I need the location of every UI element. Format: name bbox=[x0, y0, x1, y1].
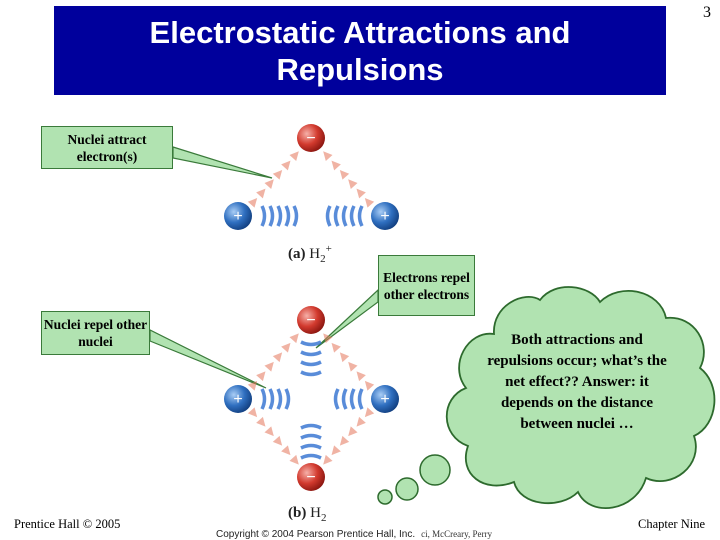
nucleus-a-right: + bbox=[371, 202, 399, 230]
wave-arc bbox=[300, 350, 322, 357]
wave-arc bbox=[300, 360, 322, 367]
force-arrow-chevron bbox=[256, 188, 266, 199]
force-arrow-chevron bbox=[256, 416, 266, 427]
force-arrow-chevron bbox=[364, 380, 375, 391]
force-arrow-chevron bbox=[281, 342, 291, 353]
force-arrow-chevron bbox=[247, 407, 258, 418]
wave-arc bbox=[349, 388, 356, 410]
wave-arc bbox=[268, 205, 275, 227]
force-arrow-chevron bbox=[348, 361, 358, 372]
svg-text:+: + bbox=[233, 208, 242, 225]
force-arrow-chevron bbox=[331, 445, 341, 456]
electron-a: − bbox=[297, 124, 325, 152]
svg-text:+: + bbox=[233, 391, 242, 408]
wave-arc bbox=[268, 388, 275, 410]
force-arrow-chevron bbox=[272, 435, 283, 446]
wave-arc bbox=[300, 433, 322, 440]
nucleus-b-right: + bbox=[371, 385, 399, 413]
label-nuclei-attract: Nuclei attract electron(s) bbox=[41, 126, 173, 169]
thought-cloud bbox=[377, 286, 716, 509]
force-arrow-chevron bbox=[247, 380, 258, 391]
force-arrow-chevron bbox=[289, 151, 299, 162]
cloud-text: Both attractions and repulsions occur; w… bbox=[487, 332, 667, 432]
wave-arc bbox=[276, 388, 283, 410]
force-arrow-chevron bbox=[364, 197, 375, 208]
h2-plus-diagram: + + − bbox=[224, 124, 399, 230]
wave-arc bbox=[341, 205, 348, 227]
wave-arc bbox=[300, 453, 322, 460]
wave-arc bbox=[284, 205, 291, 227]
wave-arc bbox=[325, 205, 332, 227]
caption-a: (a) H2+ bbox=[288, 243, 332, 265]
label-electrons-repel: Electrons repel other electrons bbox=[378, 255, 475, 316]
force-arrow-chevron bbox=[331, 160, 341, 171]
force-arrow-chevron bbox=[256, 371, 266, 382]
wave-arc bbox=[333, 388, 340, 410]
svg-text:+: + bbox=[380, 208, 389, 225]
force-arrow-chevron bbox=[272, 352, 283, 363]
footer-right: Chapter Nine bbox=[638, 517, 705, 531]
attract-pointer bbox=[172, 146, 273, 179]
nucleus-a-left: + bbox=[224, 202, 252, 230]
electron-b-top: − bbox=[297, 306, 325, 334]
slide-title: Electrostatic Attractions and Repulsions bbox=[149, 14, 571, 87]
svg-text:−: − bbox=[306, 469, 315, 486]
svg-text:−: − bbox=[306, 312, 315, 329]
svg-text:−: − bbox=[306, 130, 315, 147]
force-arrow-chevron bbox=[348, 179, 358, 190]
wave-arc bbox=[276, 205, 283, 227]
wave-arc bbox=[260, 205, 267, 227]
force-arrow-chevron bbox=[356, 371, 366, 382]
wave-arc bbox=[292, 205, 299, 227]
label-nuclei-repel: Nuclei repel other nuclei bbox=[41, 311, 150, 355]
nucleus-b-left: + bbox=[224, 385, 252, 413]
force-arrow-chevron bbox=[339, 169, 350, 180]
copyright-line: Copyright © 2004 Pearson Prentice Hall, … bbox=[216, 529, 492, 540]
electron-b-bottom: − bbox=[297, 463, 325, 491]
force-arrow-chevron bbox=[339, 352, 350, 363]
footer-left: Prentice Hall © 2005 bbox=[14, 517, 121, 531]
wave-arc bbox=[357, 205, 364, 227]
force-arrow-chevron bbox=[356, 416, 366, 427]
wave-arc bbox=[300, 423, 322, 430]
force-arrow-chevron bbox=[289, 454, 299, 465]
h2-diagram: + + − − bbox=[224, 306, 399, 491]
force-arrow-chevron bbox=[331, 342, 341, 353]
slide-number: 3 bbox=[703, 4, 711, 21]
wave-arc bbox=[300, 370, 322, 377]
copyright-tail: ci, McCreary, Perry bbox=[421, 529, 493, 539]
wave-arc bbox=[333, 205, 340, 227]
svg-text:+: + bbox=[380, 391, 389, 408]
wave-arc bbox=[260, 388, 267, 410]
wave-arc bbox=[300, 340, 322, 347]
force-arrow-chevron bbox=[348, 426, 358, 437]
force-arrow-chevron bbox=[264, 179, 274, 190]
force-arrow-chevron bbox=[264, 361, 274, 372]
caption-b: (b) H2 bbox=[288, 505, 327, 524]
force-arrow-chevron bbox=[339, 435, 350, 446]
force-arrow-chevron bbox=[356, 188, 366, 199]
force-arrow-chevron bbox=[281, 445, 291, 456]
force-arrow-chevron bbox=[323, 151, 333, 162]
wave-arc bbox=[284, 388, 291, 410]
copyright-text: Copyright © 2004 Pearson Prentice Hall, … bbox=[216, 529, 416, 540]
wave-arc bbox=[349, 205, 356, 227]
wave-arc bbox=[341, 388, 348, 410]
force-arrow-chevron bbox=[364, 407, 375, 418]
force-arrow-chevron bbox=[264, 426, 274, 437]
force-arrow-chevron bbox=[289, 333, 299, 344]
wave-arc bbox=[300, 443, 322, 450]
force-arrow-chevron bbox=[323, 333, 333, 344]
force-arrow-chevron bbox=[281, 160, 291, 171]
repel-nuclei-pointer bbox=[149, 329, 267, 389]
force-arrow-chevron bbox=[272, 169, 283, 180]
wave-arc bbox=[357, 388, 364, 410]
force-arrow-chevron bbox=[323, 454, 333, 465]
title-banner: Electrostatic Attractions and Repulsions bbox=[54, 6, 666, 95]
force-arrow-chevron bbox=[247, 197, 258, 208]
